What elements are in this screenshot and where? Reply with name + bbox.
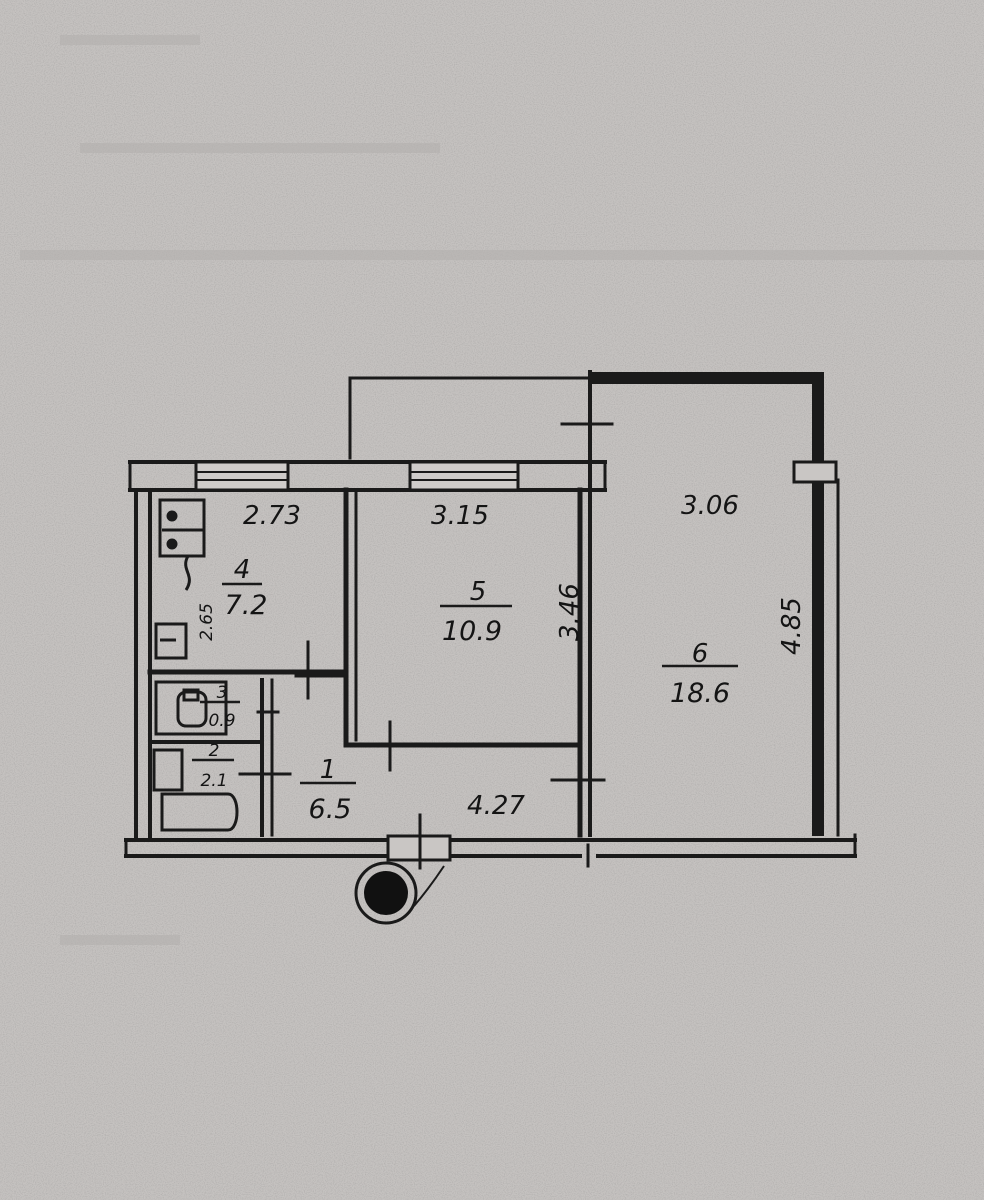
ghost-lines (20, 35, 984, 945)
room-2-number: 2 (209, 741, 220, 761)
dim-kitchen-depth: 2.65 (197, 603, 217, 641)
toilet (154, 680, 228, 736)
room-1-area: 6.5 (309, 794, 352, 825)
room-4-area: 7.2 (225, 590, 268, 621)
room-5-area: 10.9 (442, 616, 502, 647)
room-6-number: 6 (692, 639, 709, 669)
room-2-area: 2.1 (200, 771, 227, 791)
dim-hall-length: 4.27 (467, 791, 525, 821)
bathtub (152, 748, 239, 832)
door-marks (238, 422, 614, 870)
dim-room5-depth: 3.46 (555, 583, 585, 641)
room-4-number: 4 (234, 555, 251, 585)
fraction-lines (192, 582, 738, 785)
room6-right-wall (812, 372, 824, 836)
room-5-number: 5 (470, 577, 487, 607)
kitchen-stove (158, 498, 206, 591)
dim-room6-depth: 4.85 (777, 597, 807, 655)
stamp-circle (354, 861, 445, 925)
room-6-area: 18.6 (670, 678, 730, 709)
kitchen-sink (154, 622, 188, 660)
walls (124, 370, 857, 870)
room6-top-wall (588, 372, 820, 384)
room-1-number: 1 (320, 755, 337, 785)
dim-room6-width: 3.06 (681, 491, 739, 521)
room-3-number: 3 (217, 683, 228, 703)
dim-kitchen-width: 2.73 (243, 501, 301, 531)
window-kitchen (194, 460, 290, 492)
room-3-area: 0.9 (208, 711, 235, 731)
window-room5 (408, 460, 520, 492)
dim-room5-width: 3.15 (431, 501, 489, 531)
balcony-outline (348, 376, 592, 460)
